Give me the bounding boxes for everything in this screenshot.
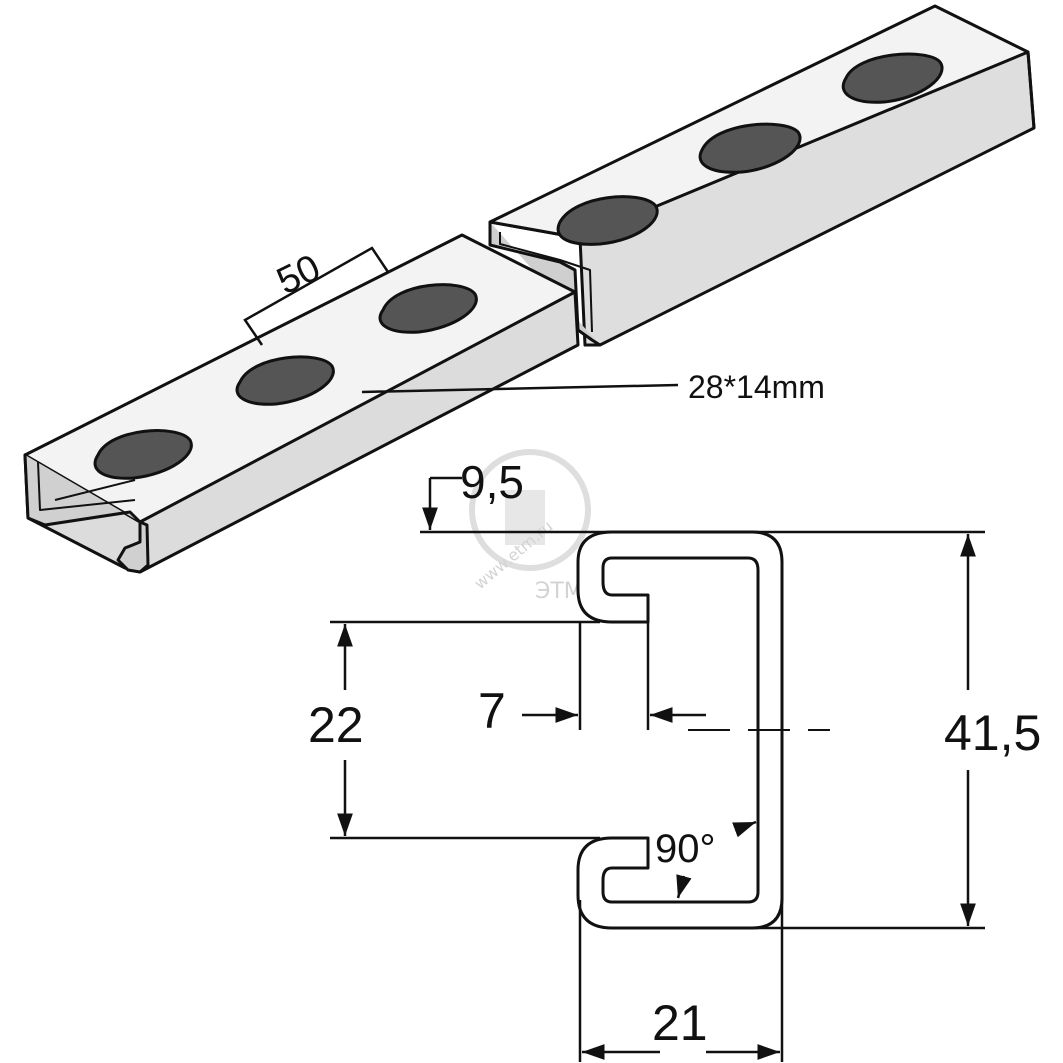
watermark-brand: ЭТМ xyxy=(535,579,583,604)
width-label: 21 xyxy=(652,995,708,1051)
slot-size-leader xyxy=(361,383,679,394)
slot-1 xyxy=(93,429,193,480)
pitch-label: 50 xyxy=(271,247,327,303)
slot-opening-label: 7 xyxy=(478,683,506,739)
watermark-logo-bar-icon xyxy=(505,490,545,545)
pitch-dimension xyxy=(243,246,390,346)
rail-front-slots xyxy=(93,283,478,480)
lip-depth-label: 9,5 xyxy=(460,456,524,508)
inner-height-dimension xyxy=(330,620,600,840)
watermark-logo-icon xyxy=(469,449,591,571)
slot-size-label: 28*14mm xyxy=(688,369,825,405)
total-height-label: 41,5 xyxy=(944,705,1041,761)
inner-height-label: 22 xyxy=(308,697,364,753)
slot-opening-dimension xyxy=(522,622,706,730)
bend-angle-dimension xyxy=(676,820,757,899)
width-dimension xyxy=(578,900,784,1062)
lip-depth-dimension xyxy=(420,476,610,534)
rail-back-slots xyxy=(556,52,944,246)
slot-3 xyxy=(378,283,478,334)
cross-section-profile xyxy=(576,530,784,930)
slot-2 xyxy=(235,355,335,406)
bend-angle-label: 90° xyxy=(655,827,716,871)
